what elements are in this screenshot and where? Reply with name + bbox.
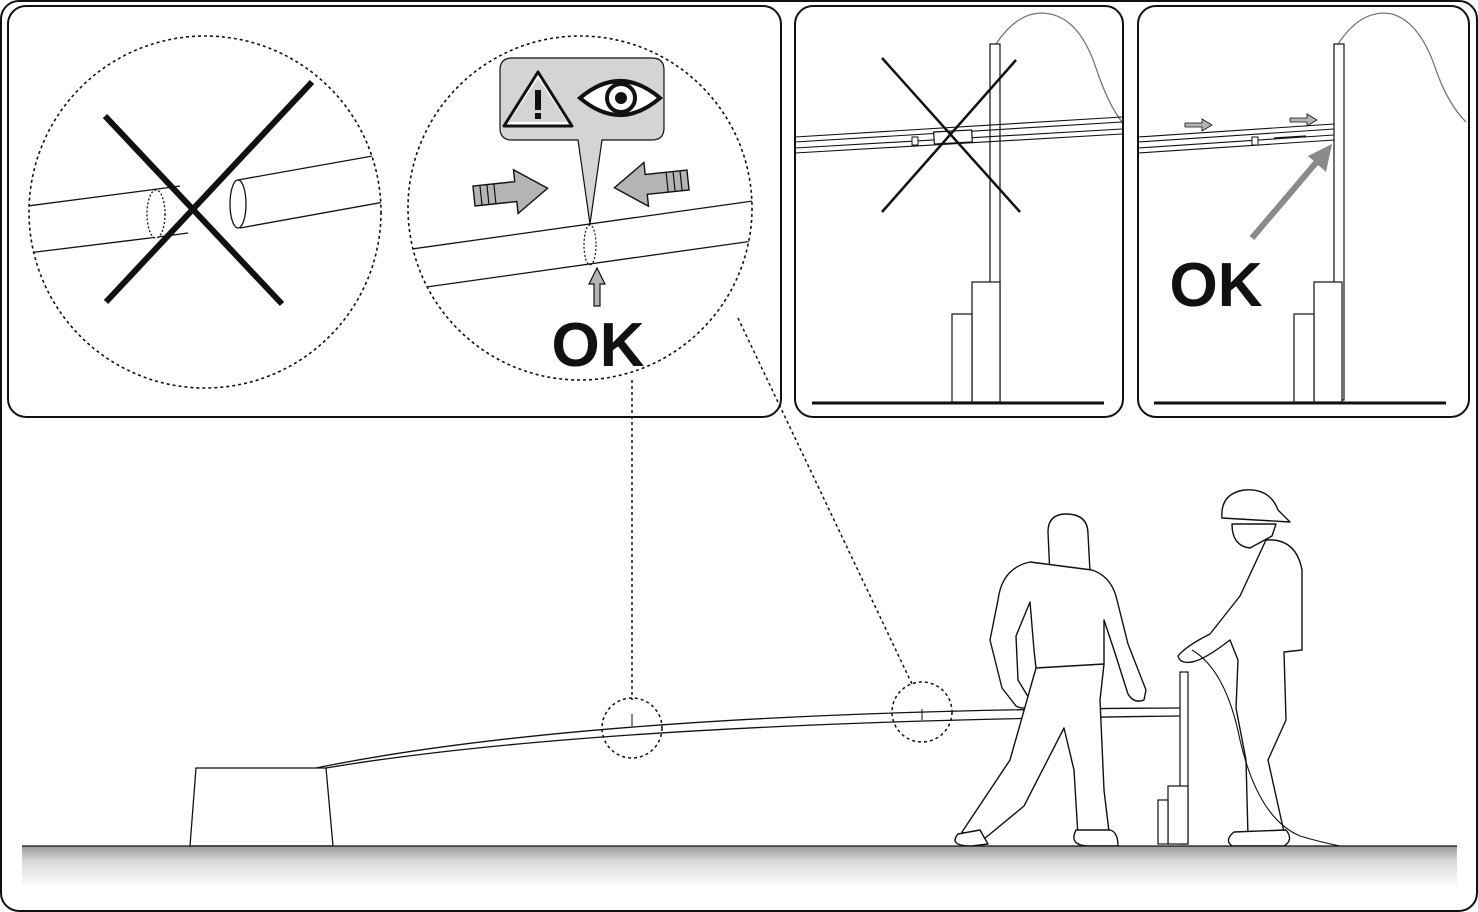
pole-correct-panel: OK xyxy=(1138,6,1469,417)
pole-wrong-panel xyxy=(795,6,1123,417)
ok-label-pole: OK xyxy=(1170,251,1263,320)
ok-label-detail: OK xyxy=(552,311,645,380)
ground xyxy=(22,846,1457,888)
detail-panel: OK xyxy=(8,6,781,417)
worker-figure-2 xyxy=(1178,490,1340,846)
worker-figure xyxy=(955,514,1146,846)
